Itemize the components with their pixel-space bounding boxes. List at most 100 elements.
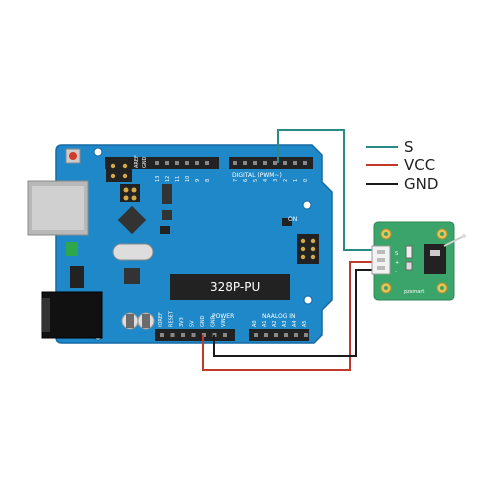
- component-4: [160, 226, 170, 234]
- analog-pin-label-0: A0: [252, 320, 258, 327]
- module-pin-vcc: +: [395, 260, 399, 266]
- usb-connector-inner: [32, 186, 84, 230]
- digital-pin-left-0: [155, 161, 159, 165]
- digital-pin-label-13: 0: [303, 179, 309, 182]
- power-jack-front: [42, 298, 50, 332]
- digital-pin-label-10: 3: [273, 179, 279, 182]
- module-led: [405, 261, 413, 271]
- module-pin-s: S: [395, 251, 398, 257]
- digital-pin-label-8: 5: [253, 179, 259, 182]
- crystal-oscillator: [112, 243, 154, 261]
- capacitor-2-cap: [142, 314, 150, 328]
- digital-pin-label-9: 4: [263, 179, 269, 182]
- analog-pin-label-4: A4: [292, 320, 298, 327]
- header-top-right: [229, 157, 313, 169]
- power-pin-labels: IOREF RESET 3V3 5V GND GND VIN: [158, 310, 227, 327]
- legend-label-vcc: VCC: [404, 156, 435, 174]
- power-pin-0: [160, 333, 164, 337]
- component-2: [162, 210, 172, 220]
- digital-pin-label-5: 8: [205, 179, 211, 182]
- digital-pin-label-11: 2: [283, 179, 289, 182]
- digital-pin-left-2: [175, 161, 179, 165]
- component-3: [162, 184, 172, 204]
- power-pin-label-1: RESET: [169, 310, 175, 327]
- icsp-header-usb: [106, 160, 132, 182]
- digital-pin-right-1: [243, 161, 247, 165]
- analog-pin-4: [294, 333, 298, 337]
- module-resistor: [405, 245, 413, 259]
- icsp-usb-pins: [110, 163, 128, 179]
- power-pin-label-6: VIN: [221, 318, 227, 327]
- digital-pin-label-12: 1: [293, 179, 299, 182]
- wire-signal: [277, 129, 372, 251]
- digital-pin-right-3: [263, 161, 267, 165]
- analog-pin-label-1: A1: [262, 320, 268, 327]
- icsp-header-main: [297, 234, 319, 264]
- mount-hole-2: [302, 200, 312, 210]
- analog-pin-5: [304, 333, 308, 337]
- header-analog: [249, 329, 309, 341]
- power-pin-label-4: GND: [200, 315, 206, 327]
- digital-pin-label-4: 9: [195, 179, 201, 182]
- digital-pin-right-6: [293, 161, 297, 165]
- digital-pin-left-1: [165, 161, 169, 165]
- digital-pin-right-5: [283, 161, 287, 165]
- mcu-chip-label: 328P-PU: [210, 280, 260, 294]
- power-pin-3: [191, 333, 196, 337]
- module-pin-gnd: -: [395, 269, 397, 275]
- legend-label-gnd: GND: [404, 175, 438, 193]
- digital-pin-right-2: [253, 161, 257, 165]
- digital-pin-right-0: [233, 161, 237, 165]
- capacitor-1-cap: [126, 314, 134, 328]
- power-pin-label-0: IOREF: [158, 312, 164, 327]
- module-brand: pzsmart: [404, 289, 424, 295]
- wires: [202, 129, 372, 371]
- analog-pin-3: [284, 333, 288, 337]
- power-label: POWER: [212, 313, 234, 320]
- power-pin-label-2: 3V3: [179, 317, 185, 327]
- digital-pin-label-2: 11: [175, 176, 181, 182]
- mount-hole-4: [303, 295, 313, 305]
- power-pin-label-5: GND: [211, 315, 217, 327]
- digital-pin-label-7: 6: [243, 179, 249, 182]
- wire-gnd: [213, 269, 372, 357]
- power-pin-6: [223, 333, 227, 337]
- gnd-top-label: GND: [142, 156, 148, 168]
- analog-pin-label-2: A2: [272, 320, 278, 327]
- aref-label: AREF: [134, 155, 140, 168]
- power-jack: [41, 291, 103, 339]
- digital-pin-right-7: [303, 161, 307, 165]
- digital-pin-label-3: 10: [185, 176, 191, 182]
- digital-pin-label-6: 7: [233, 179, 239, 182]
- power-pin-2: [181, 333, 185, 337]
- switch-module: S + - pzsmart: [371, 221, 466, 301]
- analog-pin-0: [254, 333, 258, 337]
- analog-pin-label-5: A5: [302, 320, 308, 327]
- power-pin-label-3: 5V: [190, 320, 196, 327]
- voltage-regulator: [70, 266, 84, 288]
- mount-hole-1: [93, 147, 103, 157]
- header-top-left: [105, 157, 219, 169]
- analog-label: NAALOG IN: [262, 313, 296, 320]
- led-indicator: [66, 242, 78, 256]
- legend-label-signal: S: [404, 138, 414, 156]
- analog-pin-2: [274, 333, 278, 337]
- analog-pin-row: [254, 333, 308, 337]
- micro-switch-lever: [443, 235, 465, 247]
- digital-pin-label-0: 13: [155, 176, 161, 182]
- digital-header-label: DIGITAL (PWM~): [232, 172, 282, 179]
- component-5: [282, 218, 292, 226]
- reset-button-cap[interactable]: [69, 152, 77, 160]
- digital-pin-right-4: [273, 161, 277, 165]
- on-label: ON: [288, 216, 297, 223]
- analog-pin-1: [264, 333, 268, 337]
- mcu-chip: [170, 274, 290, 300]
- digital-pin-label-1: 12: [165, 176, 171, 182]
- crystal-pad-group: [120, 184, 140, 202]
- digital-pin-left-3: [185, 161, 189, 165]
- icsp-main-pins: [300, 238, 316, 260]
